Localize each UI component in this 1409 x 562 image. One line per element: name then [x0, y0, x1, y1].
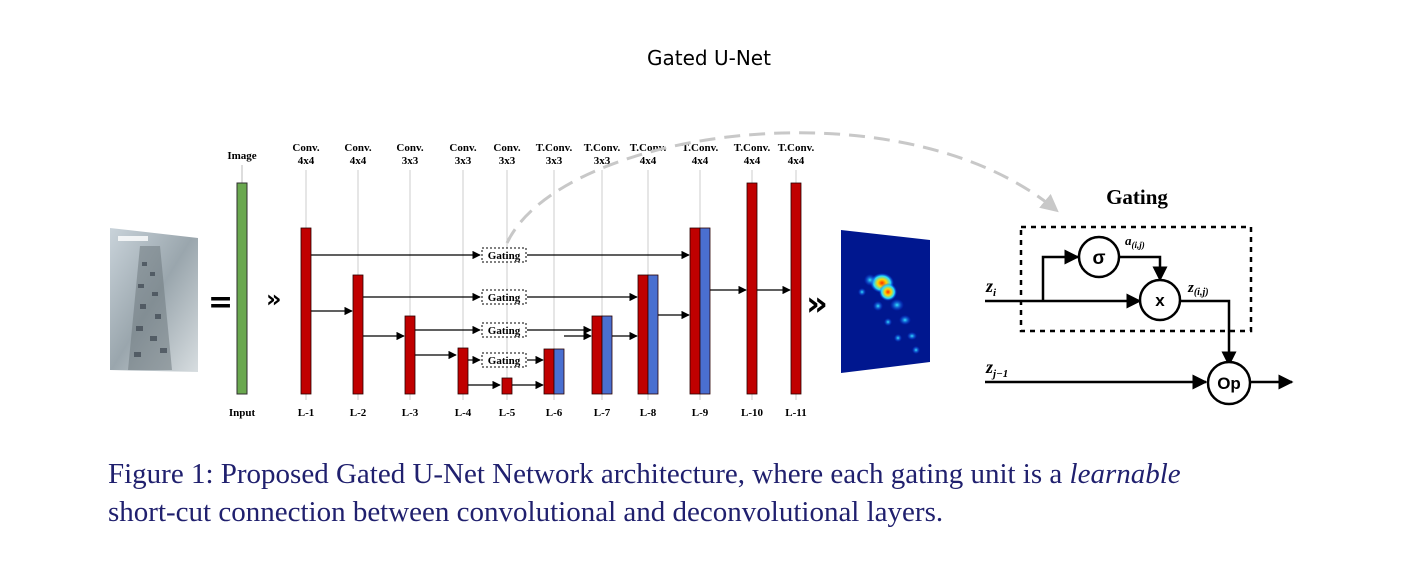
z-i-label: zi	[985, 276, 997, 299]
gating-zoom-arc	[505, 131, 1059, 244]
op-node-label: Op	[1217, 374, 1241, 393]
a-ij-label: a(i,j)	[1125, 233, 1145, 250]
z-ij-label: z(i,j)	[1187, 280, 1209, 298]
multiply-node-label: x	[1155, 291, 1165, 310]
layer-op-label: T.Conv.	[734, 142, 771, 154]
layer-kernel-label: 4x4	[350, 155, 367, 167]
layer-name-label: L-6	[546, 407, 563, 419]
page-title: Gated U-Net	[647, 46, 771, 70]
gating-box: Gating	[481, 322, 527, 338]
layer-kernel-label: 3x3	[594, 155, 611, 167]
gating-unit-detail: Gating σ x Op zi zj−1 a(i,j) z(i,j)	[985, 185, 1294, 406]
gating-box: Gating	[481, 352, 527, 368]
density-map-output	[841, 230, 930, 373]
figure-caption: Figure 1: Proposed Gated U-Net Network a…	[108, 455, 1368, 531]
layer-kernel-label: 4x4	[788, 155, 805, 167]
layer-name-label: L-10	[741, 407, 764, 419]
gating-label: Gating	[488, 325, 521, 337]
layer-bar-l2	[352, 274, 364, 395]
layer-name-label: L-1	[298, 407, 315, 419]
input-label: Input	[229, 407, 256, 419]
layer-kernel-label: 3x3	[546, 155, 563, 167]
layer-kernel-label: 4x4	[298, 155, 315, 167]
layer-name-label: L-5	[499, 407, 516, 419]
layer-op-label: T.Conv.	[682, 142, 719, 154]
chevron-icon: »	[806, 284, 828, 324]
layer-op-label: T.Conv.	[584, 142, 621, 154]
gating-label: Gating	[488, 250, 521, 262]
layer-op-label: Conv.	[493, 142, 520, 154]
layer-bar-l3	[404, 315, 416, 395]
layer-name-label: L-7	[594, 407, 611, 419]
layer-op-label: Conv.	[344, 142, 371, 154]
layer-bar-l6	[543, 348, 565, 395]
gating-box: Gating	[481, 247, 527, 263]
layer-column-l7: T.Conv. 3x3 L-7	[584, 142, 621, 419]
chevron-icon: »	[266, 285, 282, 313]
layer-column-l5: Conv. 3x3 L-5	[493, 142, 520, 419]
gating-box: Gating	[481, 289, 527, 305]
image-label: Image	[227, 150, 256, 162]
layer-name-label: L-8	[640, 407, 657, 419]
caption-line2: short-cut connection between convolution…	[108, 496, 944, 528]
layer-op-label: Conv.	[449, 142, 476, 154]
layer-bar-l4	[457, 347, 469, 395]
layer-name-label: L-9	[692, 407, 709, 419]
layer-name-label: L-2	[350, 407, 367, 419]
layer-name-label: L-3	[402, 407, 419, 419]
layer-bar-l11	[790, 182, 802, 395]
layer-kernel-label: 4x4	[692, 155, 709, 167]
layer-kernel-label: 4x4	[640, 155, 657, 167]
layer-name-label: L-11	[785, 407, 806, 419]
layer-op-label: Conv.	[292, 142, 319, 154]
layer-bar-l5	[501, 377, 513, 395]
layer-kernel-label: 3x3	[455, 155, 472, 167]
caption-emphasis: learnable	[1069, 458, 1181, 490]
layer-column-l3: Conv. 3x3 L-3	[396, 142, 423, 419]
gating-label: Gating	[488, 292, 521, 304]
caption-prefix: Figure 1: Proposed Gated U-Net Network a…	[108, 458, 1070, 490]
layer-kernel-label: 3x3	[499, 155, 516, 167]
layer-bar-l7	[591, 315, 613, 395]
gating-label: Gating	[488, 355, 521, 367]
layer-name-label: L-4	[455, 407, 472, 419]
op-node	[1206, 360, 1252, 406]
layer-kernel-label: 4x4	[744, 155, 761, 167]
traffic-image	[110, 228, 198, 372]
sigma-node	[1077, 235, 1121, 279]
layer-bar-l10	[746, 182, 758, 395]
layer-op-label: T.Conv.	[536, 142, 573, 154]
layer-bar-l9	[689, 227, 711, 395]
layer-op-label: Conv.	[396, 142, 423, 154]
layer-kernel-label: 3x3	[402, 155, 419, 167]
equals-sign: =	[208, 285, 233, 320]
layer-bar-l8	[637, 274, 659, 395]
multiply-node	[1138, 278, 1182, 322]
gating-unit-border	[1019, 225, 1253, 333]
layer-op-label: T.Conv.	[778, 142, 815, 154]
z-prev-label: zj−1	[985, 357, 1008, 380]
input-bar	[236, 182, 248, 395]
gating-unit-title: Gating	[1106, 185, 1168, 209]
layer-bar-l1	[300, 227, 312, 395]
sigma-node-label: σ	[1093, 248, 1106, 269]
